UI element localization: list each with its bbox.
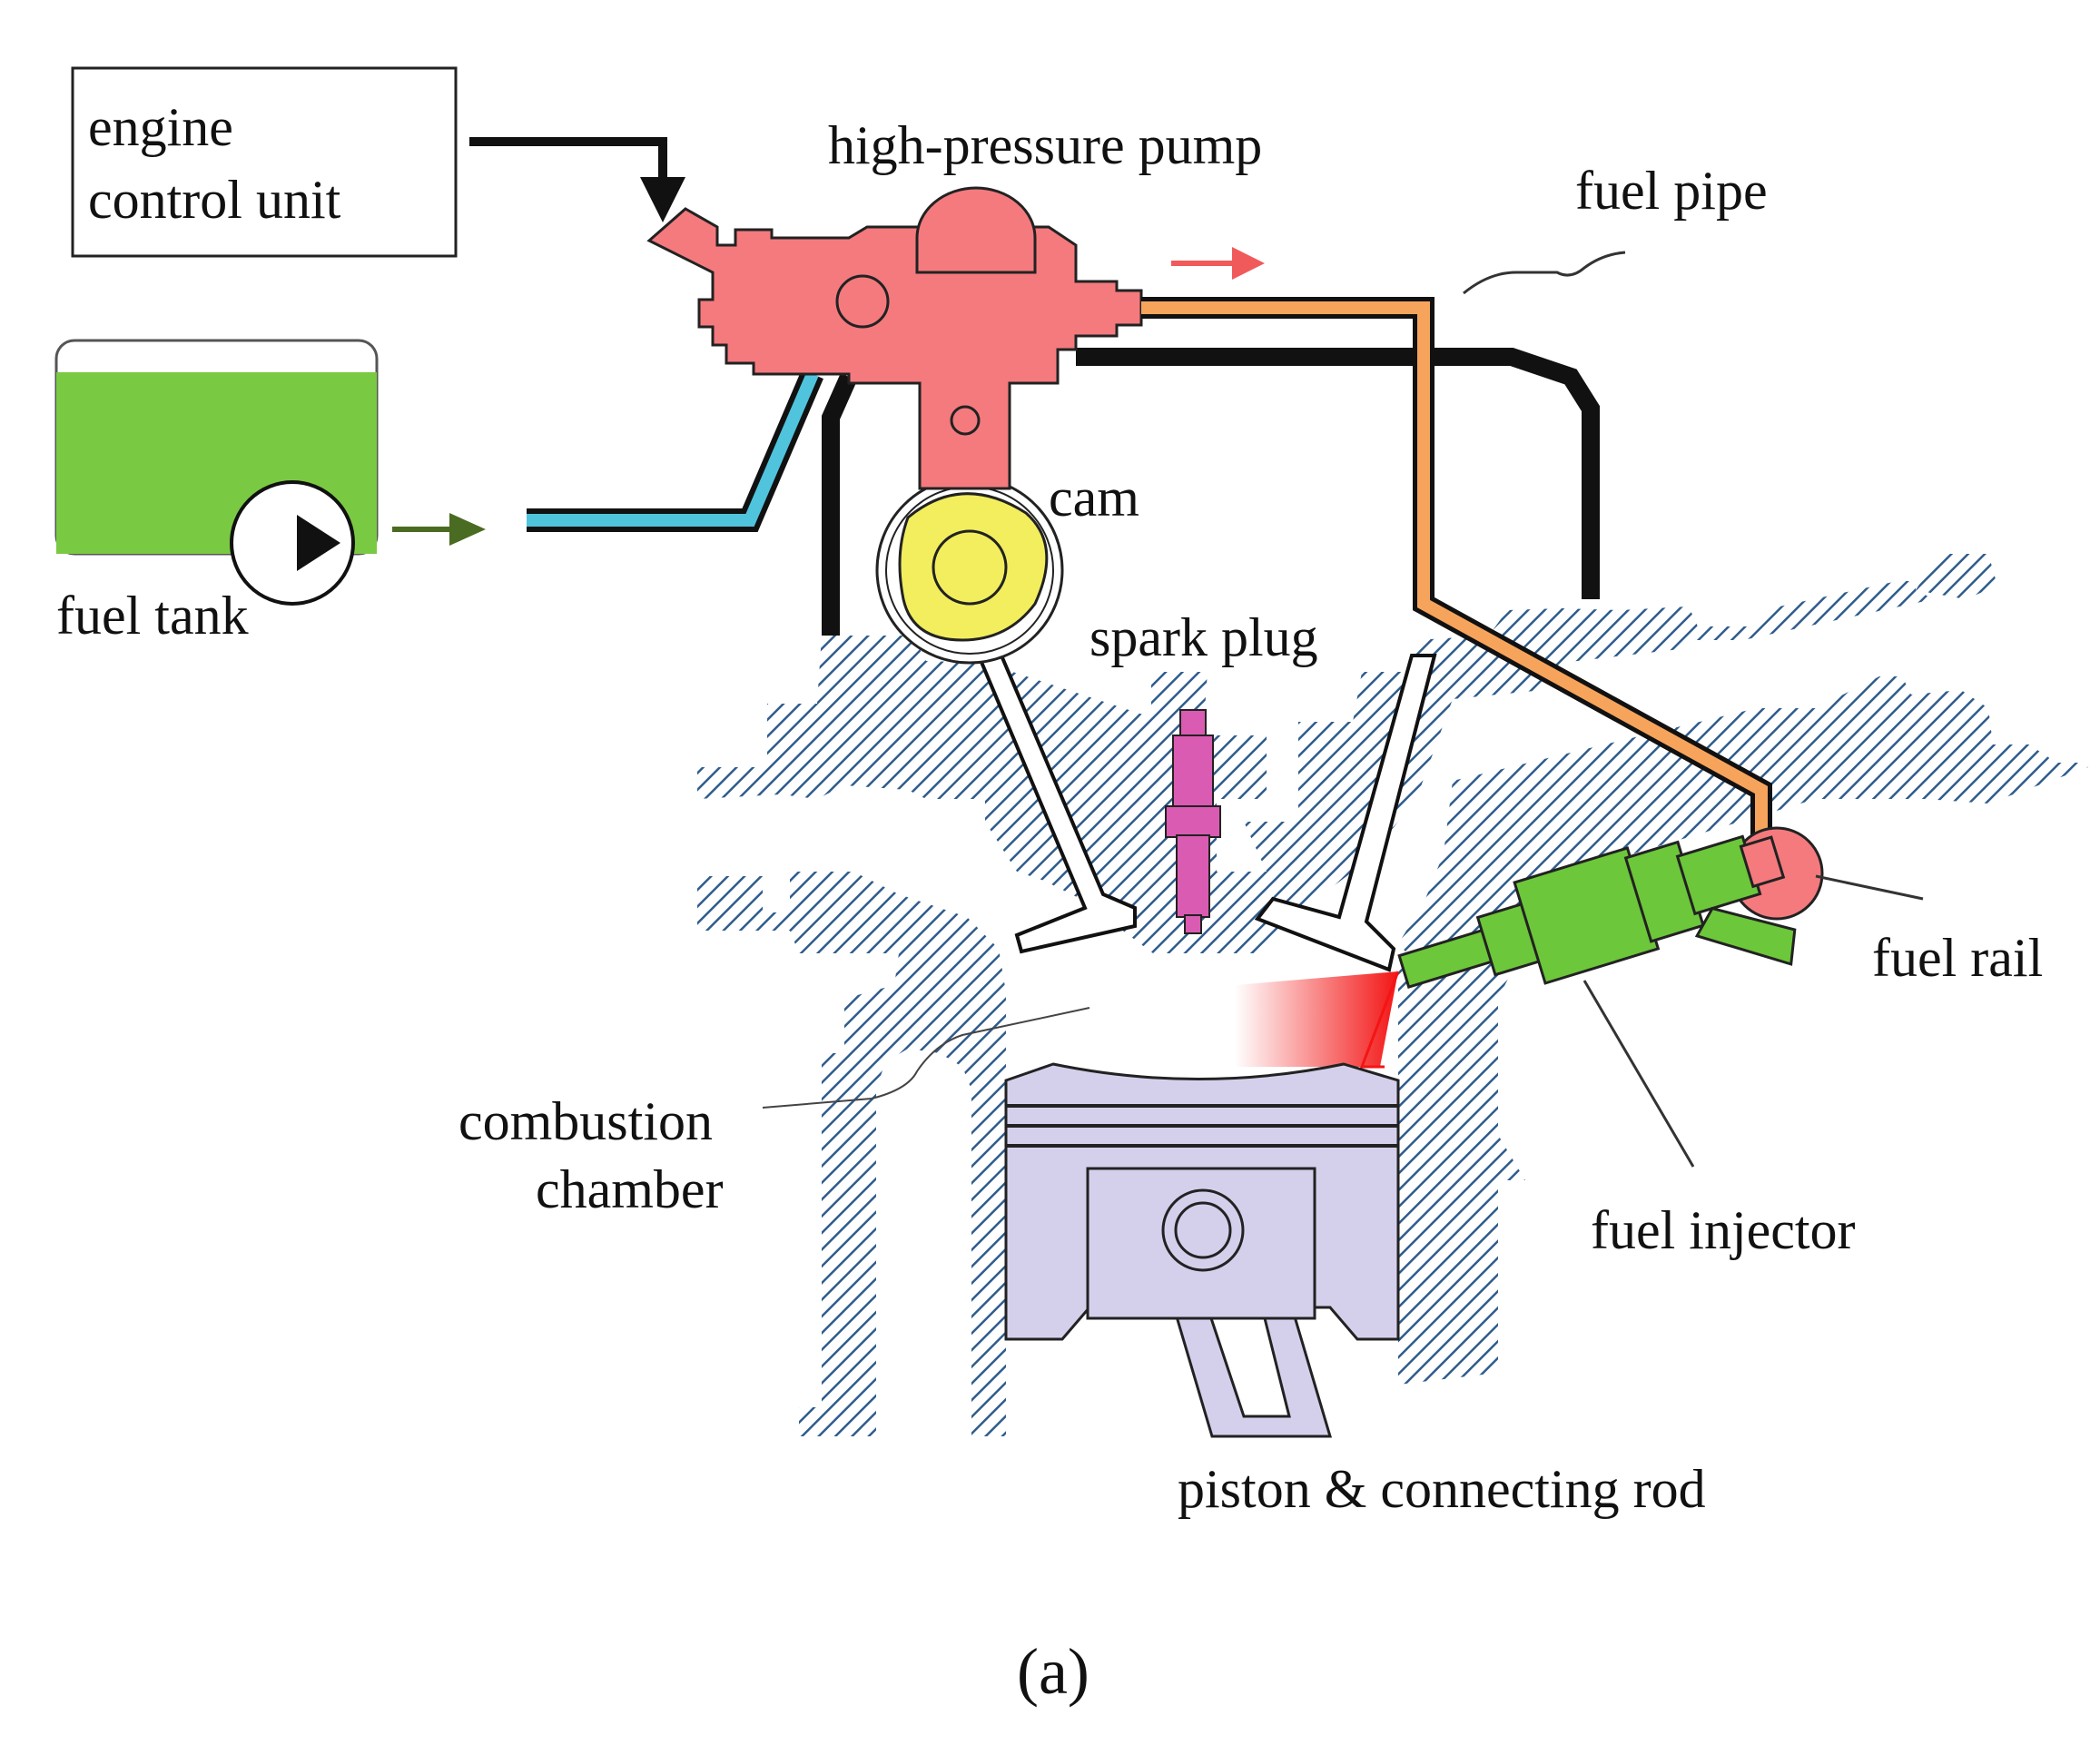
engine-control-unit-box: engine control unit xyxy=(71,66,458,258)
ecu-label-line1: engine xyxy=(88,97,233,157)
fuel-rail-label: fuel rail xyxy=(1872,928,2043,988)
intake-valve xyxy=(972,647,1137,954)
cam xyxy=(875,476,1064,665)
high-pressure-pump-label: high-pressure pump xyxy=(828,115,1262,175)
cylinder-wall-left xyxy=(697,872,1006,1436)
fuel-injector xyxy=(1397,834,1797,989)
cylinder-wall-right xyxy=(1398,872,1543,1385)
fuel-injector-label: fuel injector xyxy=(1591,1200,1856,1260)
return-line xyxy=(1076,348,1600,599)
low-pressure-line xyxy=(527,369,823,532)
piston xyxy=(1004,1062,1400,1341)
control-signal-arrowhead xyxy=(640,177,685,222)
cam-label: cam xyxy=(1049,468,1139,527)
fuel-tank xyxy=(54,339,379,606)
combustion-chamber-label-line2: chamber xyxy=(536,1159,724,1219)
ecu-label-line2: control unit xyxy=(88,170,341,230)
fuel-pump-icon xyxy=(230,480,355,606)
cylinder-head xyxy=(697,554,2088,953)
fuel-pipe-label: fuel pipe xyxy=(1575,161,1768,221)
combustion-chamber-label-line1: combustion xyxy=(458,1091,713,1151)
spark-plug-label: spark plug xyxy=(1089,607,1318,667)
fuel-pipe-leader xyxy=(1463,251,1626,295)
high-pressure-pump xyxy=(646,186,1143,490)
figure-caption: (a) xyxy=(1017,1635,1089,1708)
fuel-injector-leader xyxy=(1582,980,1695,1168)
control-signal-line xyxy=(469,137,667,186)
fuel-tank-label: fuel tank xyxy=(56,586,249,646)
fuel-spray xyxy=(1235,971,1398,1067)
fuel-rail-leader xyxy=(1815,874,1924,901)
piston-label: piston & connecting rod xyxy=(1178,1459,1706,1519)
exhaust-valve xyxy=(1254,654,1437,972)
combustion-chamber-leader xyxy=(762,1007,1090,1109)
spark-plug xyxy=(1165,709,1221,934)
